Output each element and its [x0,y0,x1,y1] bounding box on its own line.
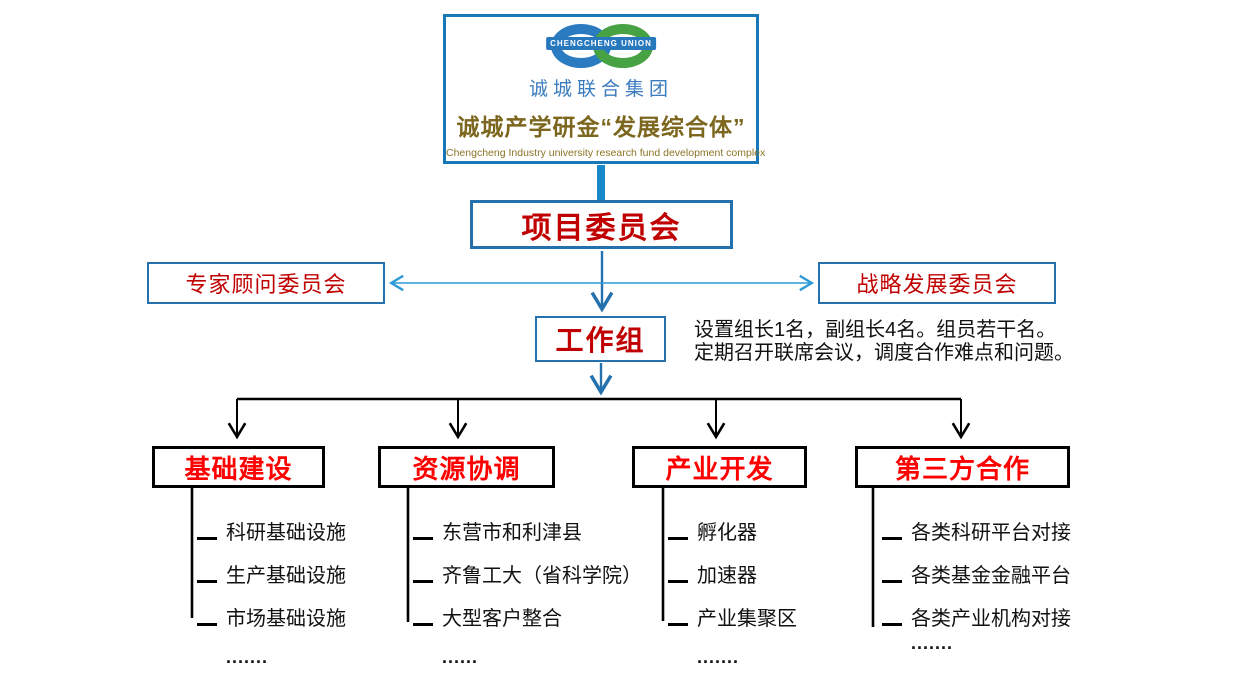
item-dash-icon [413,623,433,626]
list-item: 齐鲁工大（省科学院） [413,552,642,595]
branch-box-industry-development-label: 产业开发 [665,453,774,484]
list-item-label: 科研基础设施 [226,522,346,544]
node-expert-committee-label: 专家顾问委员会 [185,272,347,297]
list-item: 科研基础设施 [197,509,346,552]
company-name: 诚城联合集团 [528,79,673,100]
item-dash-icon [668,623,688,626]
item-dash-icon [197,537,217,540]
branch-list-infrastructure: 科研基础设施 生产基础设施 市场基础设施 ....... [197,509,346,668]
branch-list-industry-development: 孵化器 加速器 产业集聚区 ....... [668,509,797,668]
node-project-committee-label: 项目委员会 [521,211,682,245]
list-item: 产业集聚区 [668,595,797,638]
list-item-label: 产业集聚区 [697,608,797,630]
list-item: 市场基础设施 [197,595,346,638]
list-item: 加速器 [668,552,797,595]
item-dash-icon [882,580,902,583]
item-dash-icon [197,580,217,583]
item-dash-icon [882,623,902,626]
list-item-label: 各类科研平台对接 [911,522,1071,544]
logo-title: 诚城产学研金“发展综合体” [456,114,746,140]
item-dash-icon [668,537,688,540]
node-project-committee: 项目委员会 [470,200,733,249]
more-items-ellipsis: ....... [911,633,954,653]
list-item: 东营市和利津县 [413,509,642,552]
list-item: 孵化器 [668,509,797,552]
branch-box-third-party-cooperation-label: 第三方合作 [894,453,1030,484]
logo-box: CHENGCHENG UNION 诚城联合集团 诚城产学研金“发展综合体” Ch… [443,14,766,164]
list-item: 各类产业机构对接 [882,595,1071,638]
logo-badge: CHENGCHENG UNION [546,37,656,50]
item-dash-icon [668,580,688,583]
branch-box-resource-coordination: 资源协调 [378,446,555,488]
branch-list-resource-coordination: 东营市和利津县 齐鲁工大（省科学院） 大型客户整合 ...... [413,509,642,668]
more-items-ellipsis: ....... [226,647,269,667]
list-item: 各类科研平台对接 [882,509,1071,552]
list-item-label: 加速器 [697,565,757,587]
branch-box-infrastructure: 基础建设 [152,446,325,488]
list-item-label: 市场基础设施 [226,608,346,630]
node-strategy-committee: 战略发展委员会 [818,262,1056,304]
list-item: 大型客户整合 [413,595,642,638]
branch-box-resource-coordination-label: 资源协调 [412,453,521,484]
item-dash-icon [197,623,217,626]
list-item-label: 东营市和利津县 [442,522,582,544]
list-item-label: 孵化器 [697,522,757,544]
working-group-note-line2: 定期召开联席会议，调度合作难点和问题。 [694,342,1074,364]
more-items-ellipsis: ....... [697,647,740,667]
union-logo-icon: CHENGCHENG UNION [545,24,657,68]
branch-list-third-party-cooperation: 各类科研平台对接 各类基金金融平台 各类产业机构对接 ....... [882,509,1071,654]
item-dash-icon [882,537,902,540]
list-item: 生产基础设施 [197,552,346,595]
node-working-group: 工作组 [535,316,666,362]
node-expert-committee: 专家顾问委员会 [147,262,385,304]
more-items-ellipsis: ...... [442,647,479,667]
list-item-label: 生产基础设施 [226,565,346,587]
branch-box-industry-development: 产业开发 [632,446,807,488]
logo-subtitle: Chengcheng Industry university research … [446,147,766,159]
item-dash-icon [413,580,433,583]
list-item-label: 各类产业机构对接 [911,608,1071,630]
working-group-note-line1: 设置组长1名，副组长4名。组员若干名。 [694,319,1057,341]
branch-box-third-party-cooperation: 第三方合作 [855,446,1070,488]
node-working-group-label: 工作组 [555,325,646,356]
item-dash-icon [413,537,433,540]
list-item: 各类基金金融平台 [882,552,1071,595]
branch-box-infrastructure-label: 基础建设 [184,453,293,484]
node-strategy-committee-label: 战略发展委员会 [856,272,1018,297]
list-item-label: 齐鲁工大（省科学院） [442,565,642,587]
working-group-note: 设置组长1名，副组长4名。组员若干名。 定期召开联席会议，调度合作难点和问题。 [694,319,1074,365]
list-item-label: 大型客户整合 [442,608,562,630]
list-item-label: 各类基金金融平台 [911,565,1071,587]
